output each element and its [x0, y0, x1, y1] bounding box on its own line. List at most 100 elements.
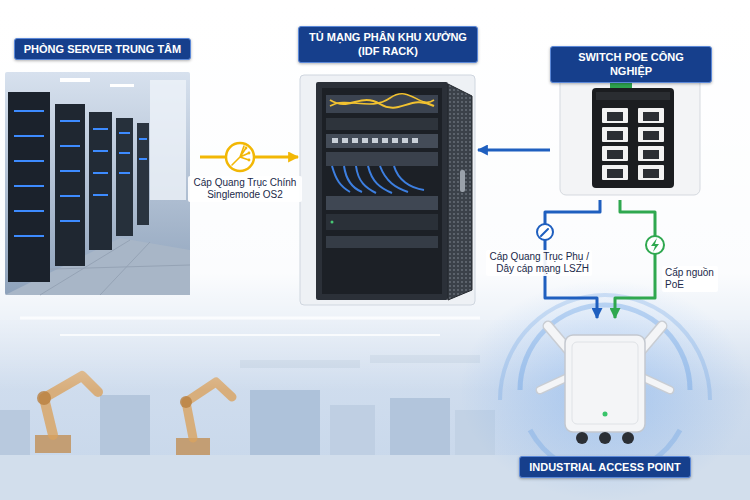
switch-picture — [560, 75, 700, 195]
server-room-picture-part — [55, 104, 85, 266]
cable-connector — [615, 200, 655, 318]
server-room-picture-part-part — [93, 172, 108, 174]
switch-picture-part — [596, 92, 670, 100]
switch-picture-part-part — [602, 108, 628, 123]
idf-rack-picture-part — [326, 118, 438, 130]
idf-rack-picture-part-part — [352, 138, 358, 143]
server-room-picture-part-part — [14, 160, 44, 162]
power-icon — [646, 236, 664, 254]
idf-rack-picture-part-part — [332, 138, 338, 143]
fiber-icon-part — [248, 159, 251, 162]
server-room-picture-part — [150, 80, 186, 200]
idf-rack-picture-part — [460, 170, 465, 192]
factory-background-part — [0, 410, 30, 455]
idf-rack-picture-part — [326, 236, 438, 248]
idf-rack-picture-part-part — [392, 138, 398, 143]
switch-picture-part-part — [607, 112, 623, 121]
device-node: PHÒNG SERVER TRUNG TÂM — [5, 38, 200, 300]
switch-picture-part-part — [638, 108, 664, 123]
device-node: INDUSTRIAL ACCESS POINT — [500, 318, 710, 478]
robot-arm-part — [180, 396, 192, 408]
server-room-picture-part — [14, 110, 147, 237]
idf-rack-picture-part — [332, 138, 418, 143]
access-point-picture-part — [622, 432, 634, 444]
fiber-icon-part — [226, 143, 254, 171]
idf-rack-picture-part — [326, 134, 438, 148]
node-heading: TỦ MẠNG PHÂN KHU XƯỞNG (IDF RACK) — [298, 26, 478, 63]
idf-rack-picture-part — [448, 84, 472, 300]
switch-picture-part-part — [607, 150, 623, 159]
idf-rack-picture-part-part — [412, 138, 418, 143]
switch-picture-part — [602, 108, 664, 180]
idf-rack-picture-part — [300, 75, 475, 305]
switch-picture-part-part — [643, 150, 659, 159]
idf-rack-picture-part — [326, 95, 438, 113]
fiber-icon-part — [232, 146, 249, 165]
switch-picture-part — [592, 88, 674, 188]
switch-picture-part-part — [607, 131, 623, 140]
node-heading: INDUSTRIAL ACCESS POINT — [519, 456, 691, 478]
factory-background-part — [250, 390, 320, 455]
server-room-picture-part-part — [14, 210, 44, 212]
server-room-picture-part — [110, 84, 134, 87]
access-point-picture-part — [644, 378, 670, 390]
server-room-picture-part-part — [119, 172, 130, 174]
server-room-picture — [5, 72, 190, 295]
factory-background-part — [100, 395, 150, 455]
fiber-icon-part — [248, 152, 251, 155]
switch-picture-part-part — [638, 127, 664, 142]
factory-background-part — [390, 398, 450, 455]
cable-icon-part — [537, 224, 553, 240]
access-point-picture-part — [460, 280, 750, 500]
idf-rack-picture-part-part — [342, 138, 348, 143]
access-point-picture-part — [540, 378, 566, 390]
switch-picture-part-part — [638, 165, 664, 180]
idf-rack-picture-part — [330, 100, 434, 108]
idf-rack-picture-part — [330, 94, 434, 106]
power-icon-part — [646, 236, 664, 254]
switch-picture-part-part — [607, 169, 623, 178]
access-point-picture-part — [644, 378, 670, 390]
access-point-picture-part — [565, 335, 645, 432]
server-room-picture-part — [116, 118, 133, 236]
server-room-picture-part-part — [14, 235, 44, 237]
power-icon-part — [651, 238, 659, 252]
switch-picture-part-part — [643, 131, 659, 140]
access-point-picture-part — [599, 432, 611, 444]
cable-icon-part — [541, 229, 548, 236]
node-heading: PHÒNG SERVER TRUNG TÂM — [14, 38, 191, 60]
server-room-picture-part-part — [93, 194, 108, 196]
server-room-picture-part-part — [139, 158, 147, 160]
server-room-picture-part-part — [14, 135, 44, 137]
idf-rack-picture-part-part — [372, 138, 378, 143]
idf-rack-picture — [300, 75, 475, 305]
idf-rack-picture-part — [326, 214, 438, 230]
switch-picture-part-part — [638, 146, 664, 161]
idf-rack-picture-part-part — [382, 138, 388, 143]
server-room-picture-part-part — [139, 138, 147, 140]
cable-label: Cáp Quang Trục Chính Singlemode OS2 — [188, 176, 302, 202]
switch-picture-part-part — [602, 146, 628, 161]
switch-picture-part-part — [602, 165, 628, 180]
server-room-picture-part-part — [60, 195, 80, 197]
cable-label: Cáp Quang Trục Phụ / Dây cáp mạng LSZH — [486, 250, 592, 276]
factory-background-part — [330, 405, 375, 455]
server-room-picture-part-part — [14, 185, 44, 187]
device-node: TỦ MẠNG PHÂN KHU XƯỞNG (IDF RACK) — [298, 26, 478, 310]
idf-rack-picture-part-part — [362, 138, 368, 143]
access-point-picture — [460, 280, 750, 500]
idf-rack-picture-part — [316, 82, 448, 300]
robot-arm-part — [37, 391, 51, 405]
access-point-picture-part — [572, 342, 638, 424]
idf-rack-picture-part — [326, 152, 438, 166]
fiber-icon-part — [245, 147, 248, 150]
access-point-picture-part — [540, 378, 566, 390]
cable-connector — [478, 149, 550, 152]
idf-rack-picture-part — [332, 166, 424, 193]
server-room-picture-part-part — [60, 220, 80, 222]
server-room-picture-part-part — [14, 110, 44, 112]
server-room-picture-part — [137, 123, 149, 225]
